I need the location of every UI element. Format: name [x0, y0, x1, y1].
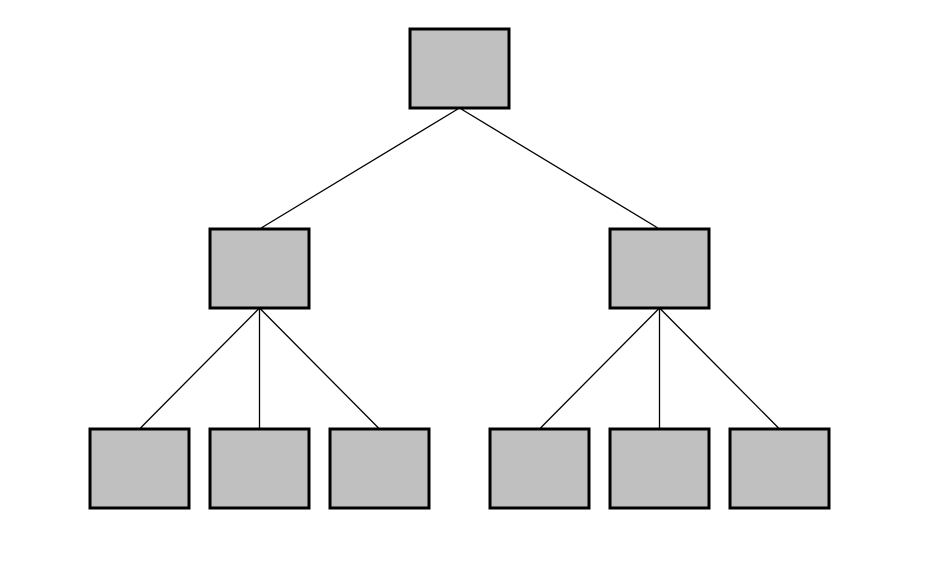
node-box	[208, 227, 311, 310]
node-right	[608, 227, 711, 310]
edge-left-to-left-3	[259, 307, 380, 430]
tree-edges	[139, 107, 780, 430]
node-left-3	[328, 427, 431, 510]
node-box	[208, 427, 311, 510]
tree-nodes	[88, 27, 831, 510]
edge-root-to-right	[459, 107, 660, 230]
node-left-1	[88, 427, 191, 510]
node-box	[328, 427, 431, 510]
node-box	[408, 27, 511, 110]
edge-root-to-left	[259, 107, 460, 230]
node-right-2	[608, 427, 711, 510]
node-root	[408, 27, 511, 110]
node-right-1	[488, 427, 591, 510]
node-box	[728, 427, 831, 510]
edge-right-to-right-3	[659, 307, 780, 430]
node-box	[88, 427, 191, 510]
node-left-2	[208, 427, 311, 510]
node-right-3	[728, 427, 831, 510]
node-box	[608, 427, 711, 510]
node-box	[488, 427, 591, 510]
edge-right-to-right-1	[539, 307, 660, 430]
node-left	[208, 227, 311, 310]
node-box	[608, 227, 711, 310]
edge-left-to-left-1	[139, 307, 260, 430]
